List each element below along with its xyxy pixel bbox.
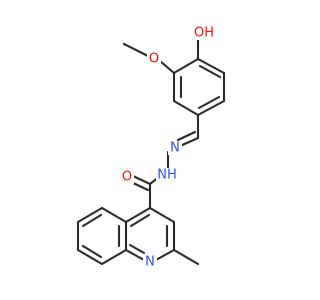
- carbonyl-o-text: O: [122, 170, 132, 185]
- imine-n-text: N: [170, 141, 180, 156]
- bond-q-c4a-c5: [100, 206, 128, 224]
- hydroxyl-oh-label: OH: [193, 26, 215, 41]
- bond-q-c8-c8a: [100, 248, 128, 266]
- atom-labels: OH O N NH O N: [120, 26, 215, 270]
- bond-ring1-c3-c4: [172, 57, 200, 75]
- methoxy-o-text: O: [149, 52, 159, 67]
- bond-q-c4a-c4-double: [129, 213, 151, 228]
- bond-ring1-c6-c1: [196, 99, 226, 117]
- amide-nh-label: NH: [156, 168, 178, 183]
- bond-q-c7-c8: [76, 248, 104, 266]
- quinoline-n-text: N: [145, 255, 155, 270]
- bond-methyl-methoxy-o: [122, 42, 150, 58]
- bond-ring1-c4-c5: [196, 57, 226, 75]
- carbonyl-o-label: O: [120, 170, 134, 185]
- imine-n-label: N: [168, 141, 182, 156]
- bonds: [76, 38, 226, 266]
- bond-q-c5-c6: [76, 206, 104, 224]
- bond-ring1-c1-c2: [172, 99, 200, 117]
- bond-q-n1-c8a: [124, 248, 146, 262]
- amide-nh-text: NH: [157, 168, 177, 183]
- bond-q-c2-methyl: [172, 248, 200, 266]
- bond-ch-n: [178, 136, 200, 148]
- bond-ring1-c6-c1-double: [197, 95, 221, 110]
- bond-methoxy-o-ring: [158, 59, 176, 75]
- bond-q-c4a-c4: [124, 206, 152, 224]
- bond-ch-n-double: [176, 130, 197, 142]
- bond-q-n1-c8a-double: [128, 243, 146, 255]
- quinoline-n-label: N: [143, 255, 157, 270]
- bond-q-c5-c6-double: [81, 213, 103, 228]
- methoxy-o-label: O: [147, 52, 161, 67]
- bond-ring1-c4-c5-double: [198, 64, 222, 79]
- oh-text: OH: [194, 26, 214, 41]
- bond-q-c4-c3: [148, 206, 176, 224]
- molecule-structure-diagram: OH O N NH O N: [76, 26, 226, 270]
- bond-q-c7-c8-double: [81, 244, 103, 259]
- bond-q-c2-n1: [154, 248, 176, 262]
- bond-carbonyl-c-o: [131, 174, 152, 186]
